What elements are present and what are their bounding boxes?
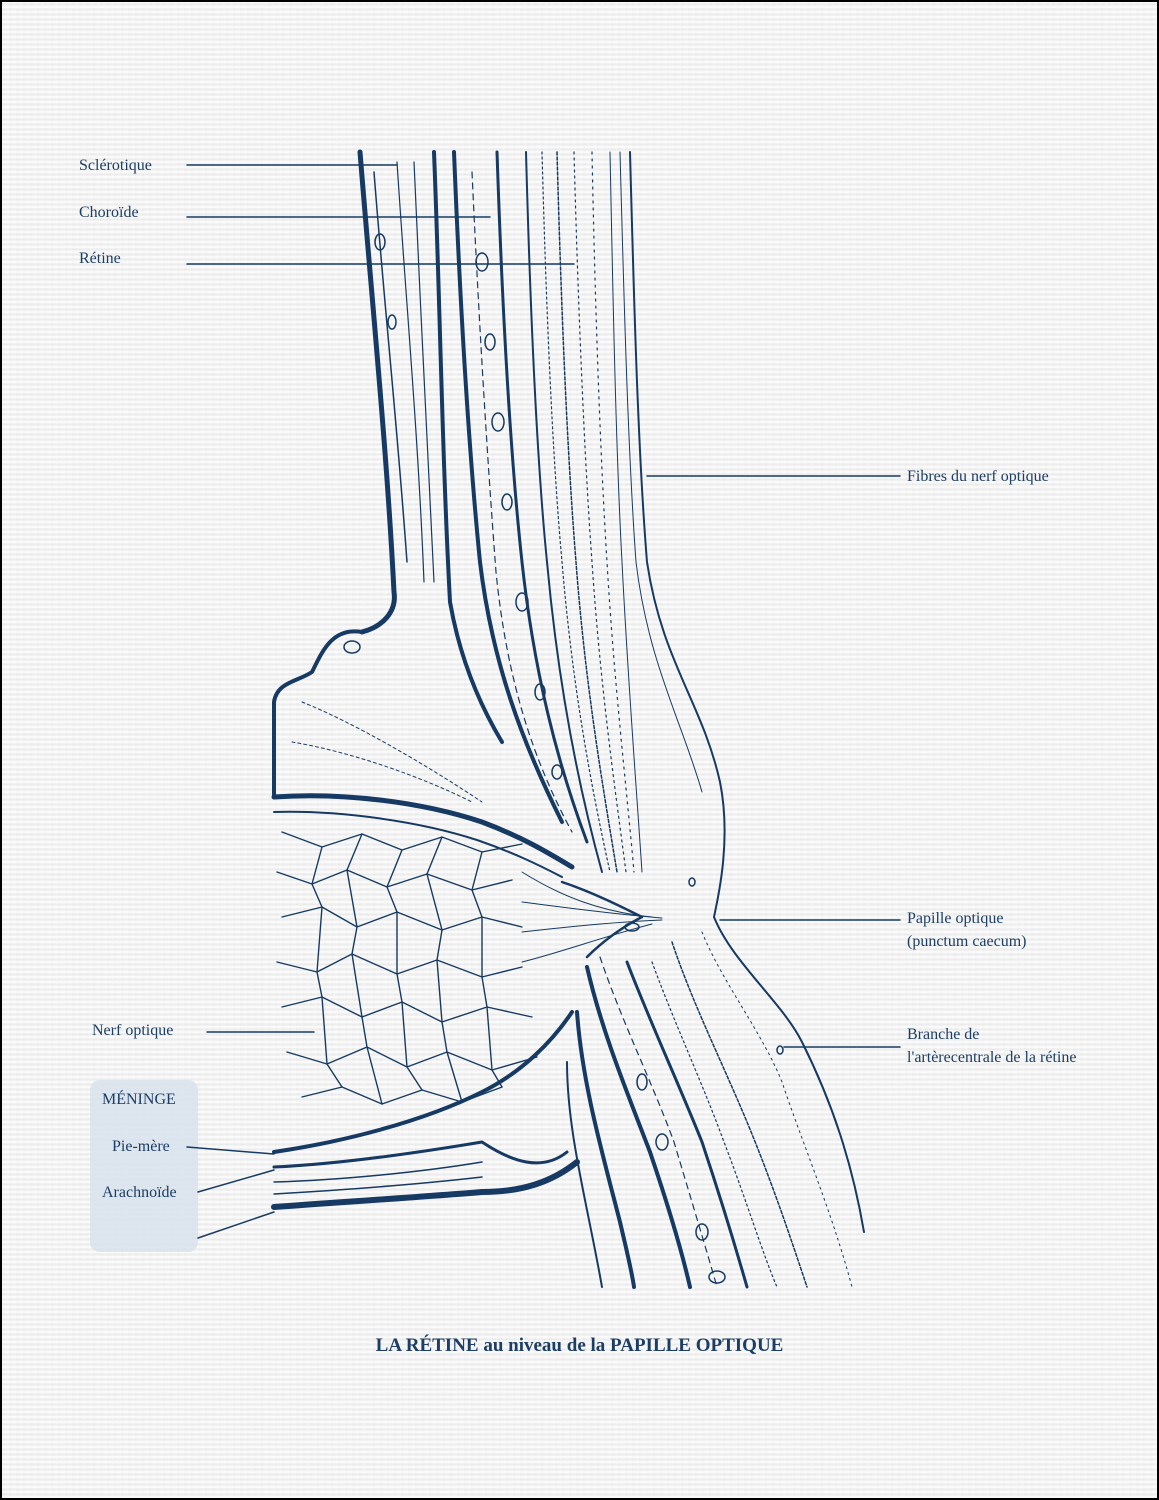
papilla-cup (560, 880, 644, 959)
retina-outer-edge (525, 151, 603, 873)
optic-nerve-septa (276, 831, 538, 1105)
label-nerf-optique: Nerf optique (92, 1022, 174, 1039)
label-choroide: Choroïde (79, 204, 139, 221)
meninge-highlight-box (90, 1080, 198, 1252)
arachnoid (272, 1140, 569, 1169)
label-branche-artere: Branche de l'artèrecentrale de la rétine (907, 1026, 1077, 1066)
label-pie-mere: Pie-mère (112, 1138, 170, 1155)
sclera-inner-edge (432, 150, 504, 744)
label-retine: Rétine (79, 250, 121, 267)
lower-retina-edge (713, 916, 865, 1233)
label-punctum-caecum: (punctum caecum) (907, 933, 1027, 950)
label-arachnoide: Arachnoïde (102, 1184, 177, 1201)
figure-caption: LA RÉTINE au niveau de la PAPILLE OPTIQU… (375, 1335, 784, 1356)
label-meninge: MÉNINGE (102, 1091, 176, 1108)
leader-lines (186, 164, 901, 1239)
tissue-cells (343, 233, 784, 1284)
label-papille-optique: Papille optique (907, 910, 1004, 927)
nerve-fiber-outer-edge (629, 151, 726, 918)
label-fibres-nerf-optique: Fibres du nerf optique (907, 468, 1049, 485)
choroid-inner-edge (495, 150, 589, 844)
choroid-outer-edge (452, 150, 564, 824)
sclera-outer-edge (357, 149, 397, 635)
upper-sheath (272, 629, 364, 799)
dura-mater (271, 1159, 580, 1210)
label-sclerotique: Sclérotique (79, 157, 152, 174)
pia-mater (272, 1010, 574, 1154)
